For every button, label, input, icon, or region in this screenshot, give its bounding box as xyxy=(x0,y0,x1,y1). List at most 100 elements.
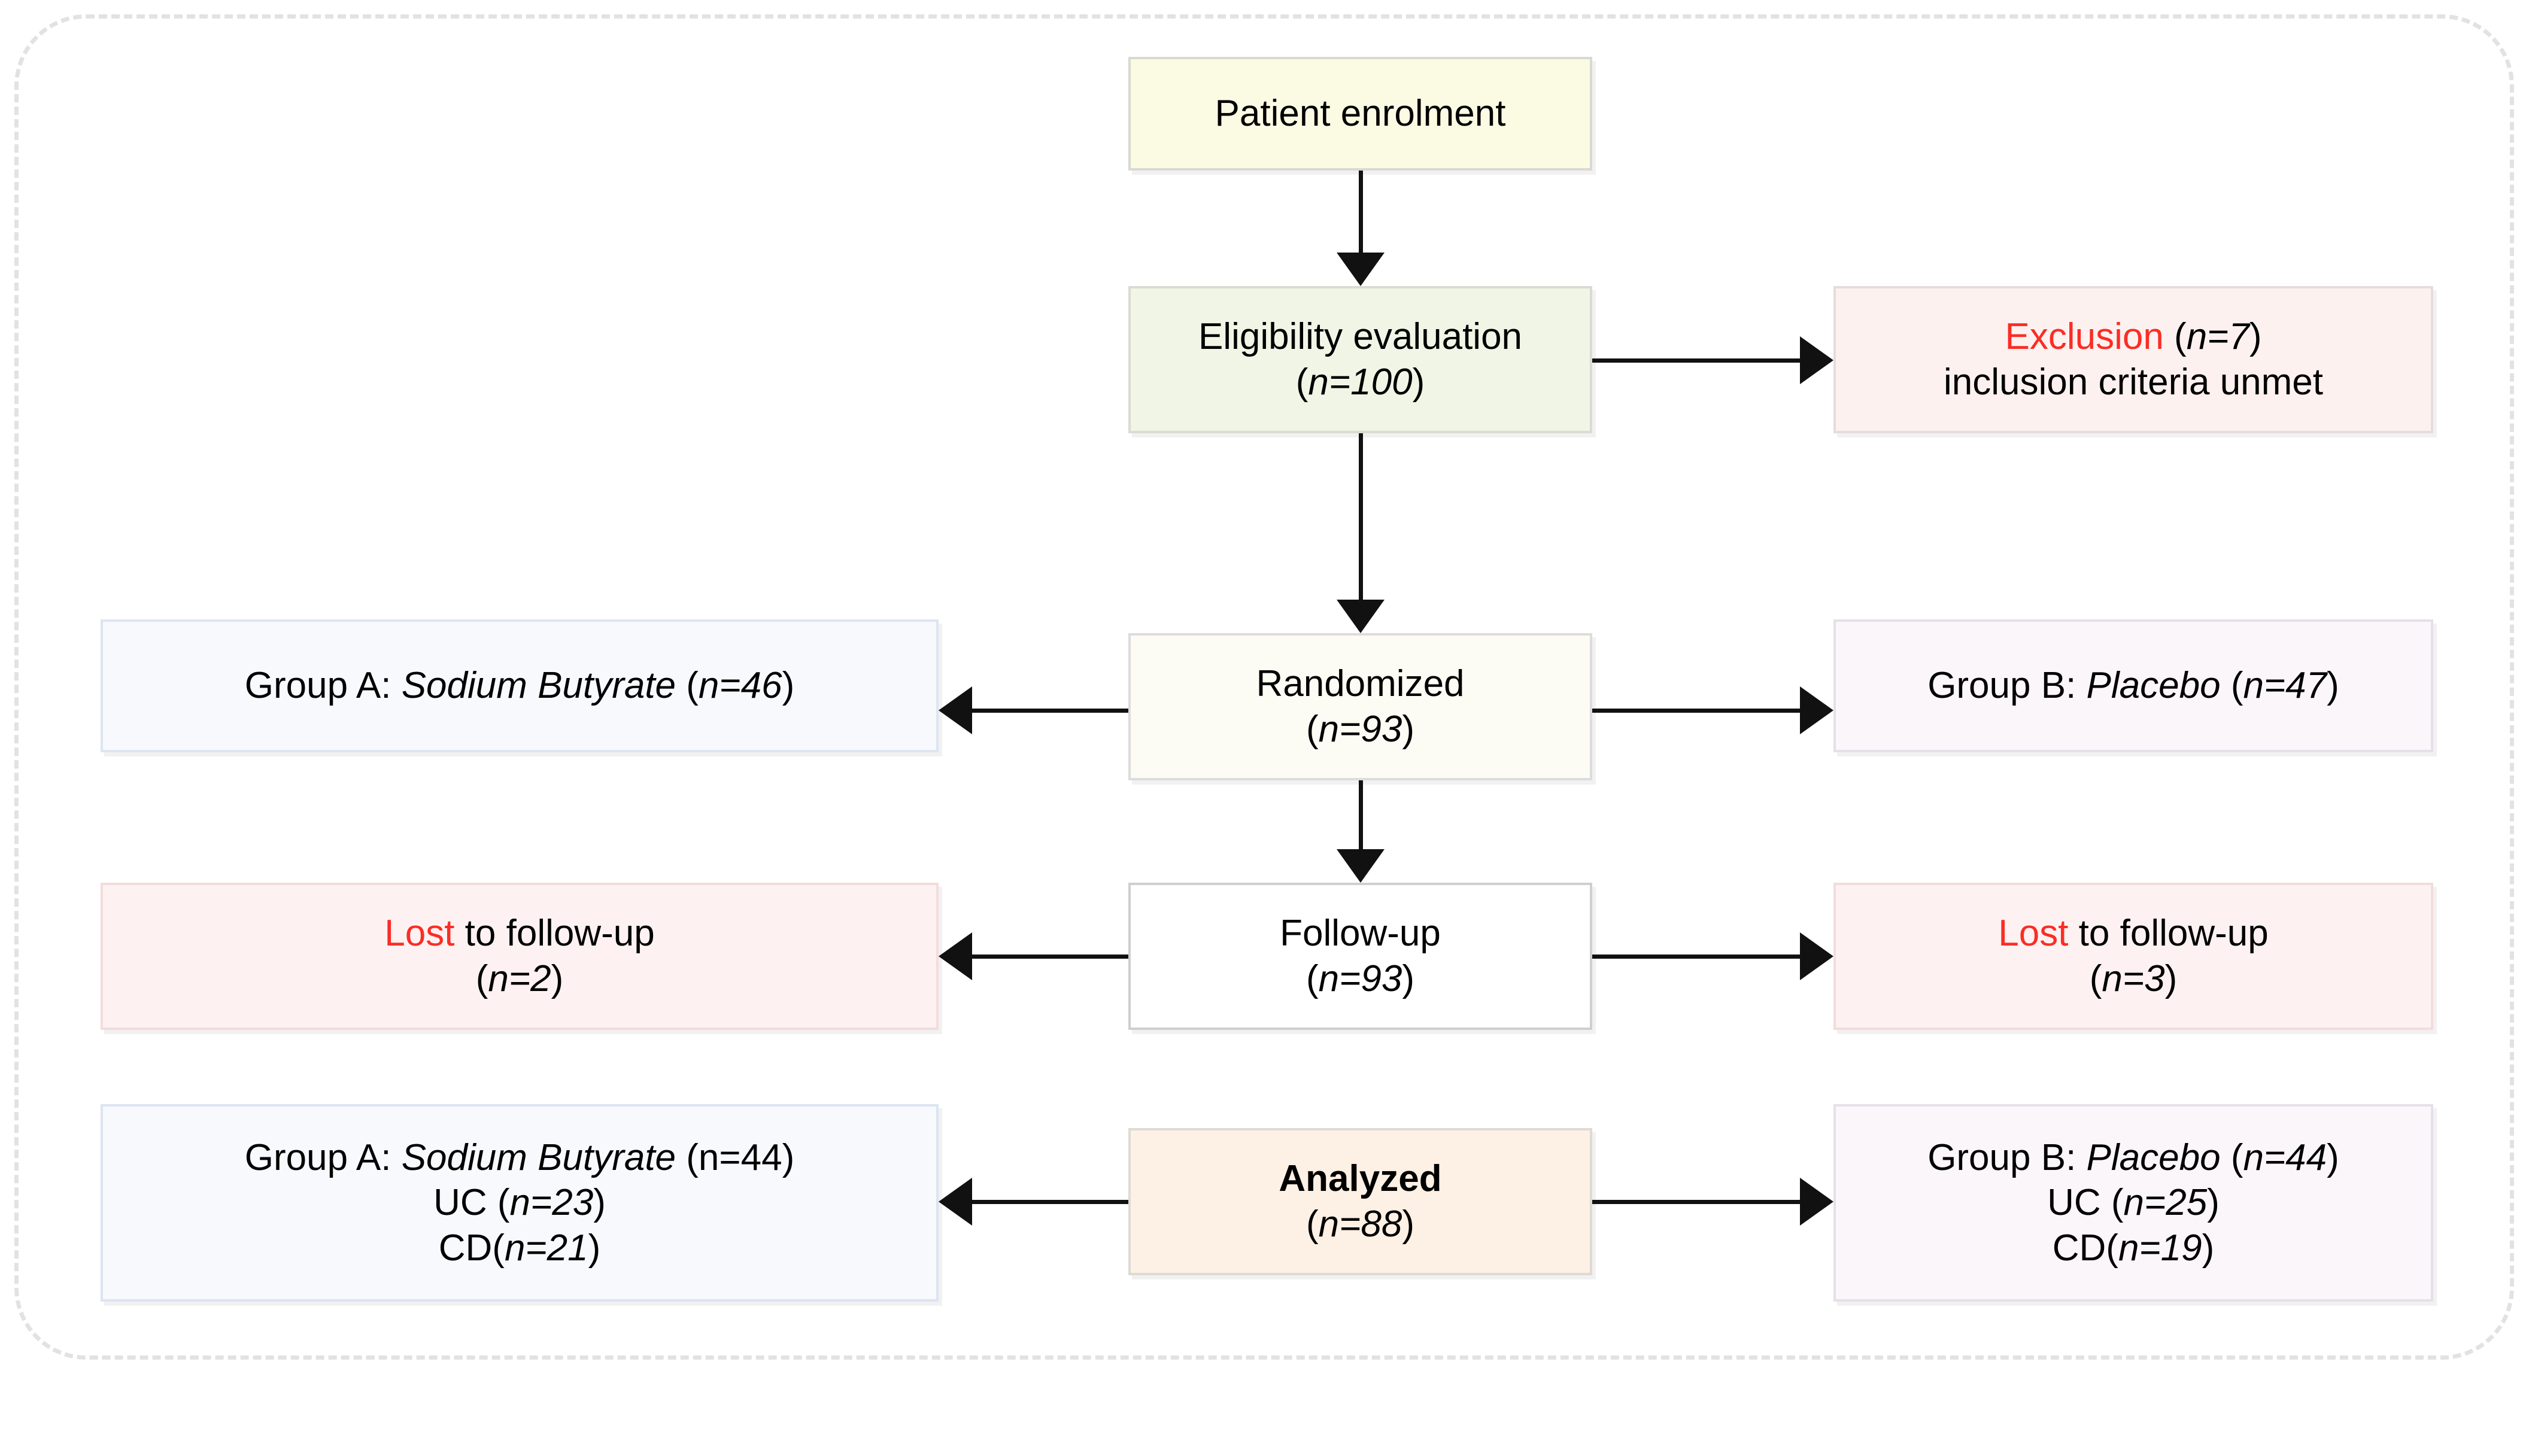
paren-close: ) xyxy=(2327,1136,2339,1178)
arrow-head-left-icon xyxy=(939,686,972,734)
node-analyzed-count: (n=88) xyxy=(1306,1202,1414,1247)
paren-close: ) xyxy=(1402,709,1414,750)
arrow-shaft xyxy=(1592,1200,1802,1204)
arrow-head-down-icon xyxy=(1337,600,1385,633)
paren-close: ) xyxy=(1412,361,1425,403)
node-patient-enrolment[interactable]: Patient enrolment xyxy=(1128,57,1592,171)
uc-label: UC ( xyxy=(433,1182,510,1224)
arrow-head-right-icon xyxy=(1800,686,1833,734)
node-group-a-allocation[interactable]: Group A: Sodium Butyrate (n=46) xyxy=(101,619,939,752)
node-lost-to-follow-up-group-b[interactable]: Lost to follow-up (n=3) xyxy=(1833,883,2433,1030)
paren-close: ) xyxy=(2164,958,2178,999)
arrow-head-down-icon xyxy=(1337,849,1385,883)
paren-close: ) xyxy=(1402,1203,1414,1245)
group-a-analyzed-n-value: (n=44) xyxy=(676,1136,795,1178)
group-b-n-value: n=47 xyxy=(2243,665,2327,707)
uc-label: UC ( xyxy=(2047,1182,2124,1224)
node-lost-to-follow-up-group-a[interactable]: Lost to follow-up (n=2) xyxy=(101,883,939,1030)
arrow-follow-up-to-lost-a xyxy=(939,911,1128,1001)
arrow-shaft xyxy=(1592,709,1802,713)
lost-rest: to follow-up xyxy=(454,913,655,955)
exclusion-label: Exclusion xyxy=(2005,316,2164,358)
group-b-label: Group B: xyxy=(1927,665,2087,707)
node-exclusion[interactable]: Exclusion (n=7) inclusion criteria unmet xyxy=(1833,286,2433,433)
arrow-shaft xyxy=(1359,433,1363,602)
node-group-b-text: Group B: Placebo (n=47) xyxy=(1927,663,2339,709)
node-eligibility-evaluation[interactable]: Eligibility evaluation (n=100) xyxy=(1128,286,1592,433)
node-analyzed-line1: Analyzed xyxy=(1279,1158,1442,1200)
uc-n-value: n=25 xyxy=(2123,1182,2208,1224)
arrow-head-right-icon xyxy=(1800,932,1833,980)
node-analyzed-a-uc: UC (n=23) xyxy=(433,1180,606,1226)
uc-n-value: n=23 xyxy=(509,1182,594,1224)
node-group-b-allocation[interactable]: Group B: Placebo (n=47) xyxy=(1833,619,2433,752)
arrow-eligibility-to-randomized xyxy=(1316,433,1405,633)
lost-b-n-value: n=3 xyxy=(2102,958,2165,999)
node-lost-b-line1: Lost to follow-up xyxy=(1998,911,2268,956)
paren-close: ) xyxy=(551,958,564,999)
node-follow-up[interactable]: Follow-up (n=93) xyxy=(1128,883,1592,1030)
paren-open: ( xyxy=(475,958,488,999)
node-randomized[interactable]: Randomized (n=93) xyxy=(1128,633,1592,780)
node-lost-a-count: (n=2) xyxy=(476,956,563,1002)
lost-a-n-value: n=2 xyxy=(488,958,551,999)
arrow-eligibility-to-exclusion xyxy=(1592,315,1833,405)
paren-close: ) xyxy=(2202,1227,2215,1269)
arrow-follow-up-to-lost-b xyxy=(1592,911,1833,1001)
node-analyzed-b-line1: Group B: Placebo (n=44) xyxy=(1927,1135,2339,1181)
group-a-drug: Sodium Butyrate xyxy=(401,1136,676,1178)
paren-close: ) xyxy=(782,665,795,707)
node-follow-up-line1: Follow-up xyxy=(1280,913,1441,955)
group-a-label: Group A: xyxy=(244,1136,402,1178)
randomized-n-value: n=93 xyxy=(1318,709,1402,750)
arrow-head-left-icon xyxy=(939,1178,972,1226)
paren-open: ( xyxy=(2163,316,2187,358)
arrow-shaft xyxy=(1592,955,1802,959)
cd-label: CD( xyxy=(2052,1227,2118,1269)
node-eligibility-line1: Eligibility evaluation xyxy=(1198,316,1523,358)
paren-close: ) xyxy=(2249,316,2262,358)
node-follow-up-count: (n=93) xyxy=(1306,956,1414,1002)
node-randomized-line1: Randomized xyxy=(1256,663,1465,705)
paren-close: ) xyxy=(2207,1182,2220,1224)
arrow-head-right-icon xyxy=(1800,1178,1833,1226)
paren-close: ) xyxy=(1402,958,1414,999)
arrow-head-right-icon xyxy=(1800,336,1833,384)
lost-label: Lost xyxy=(1998,913,2069,955)
node-lost-b-count: (n=3) xyxy=(2090,956,2177,1002)
node-randomized-count: (n=93) xyxy=(1306,707,1414,752)
paren-close: ) xyxy=(588,1227,601,1269)
arrow-head-down-icon xyxy=(1337,253,1385,286)
arrow-shaft xyxy=(970,709,1128,713)
group-a-n-value: n=46 xyxy=(698,665,782,707)
group-b-label: Group B: xyxy=(1927,1136,2087,1178)
node-analyzed[interactable]: Analyzed (n=88) xyxy=(1128,1128,1592,1275)
paren-open: ( xyxy=(1306,709,1319,750)
node-analyzed-a-cd: CD(n=21) xyxy=(439,1226,601,1271)
node-analyzed-group-a[interactable]: Group A: Sodium Butyrate (n=44) UC (n=23… xyxy=(101,1104,939,1302)
arrow-shaft xyxy=(1359,171,1363,254)
paren-open: ( xyxy=(2220,665,2243,707)
node-analyzed-b-cd: CD(n=19) xyxy=(2053,1226,2215,1271)
paren-close: ) xyxy=(2327,665,2339,707)
group-b-drug: Placebo xyxy=(2086,1136,2221,1178)
group-a-drug: Sodium Butyrate xyxy=(401,665,676,707)
cd-n-value: n=21 xyxy=(504,1227,588,1269)
node-analyzed-group-b[interactable]: Group B: Placebo (n=44) UC (n=25) CD(n=1… xyxy=(1833,1104,2433,1302)
lost-label: Lost xyxy=(384,913,455,955)
group-b-drug: Placebo xyxy=(2086,665,2221,707)
eligibility-n-value: n=100 xyxy=(1308,361,1413,403)
analyzed-n-value: n=88 xyxy=(1318,1203,1402,1245)
cd-n-value: n=19 xyxy=(2118,1227,2202,1269)
paren-open: ( xyxy=(1306,958,1319,999)
node-exclusion-line1: Exclusion (n=7) xyxy=(2005,314,2261,360)
paren-open: ( xyxy=(676,665,699,707)
node-patient-enrolment-line1: Patient enrolment xyxy=(1215,93,1506,135)
paren-open: ( xyxy=(2220,1136,2243,1178)
arrow-shaft xyxy=(970,955,1128,959)
exclusion-n-value: n=7 xyxy=(2186,316,2249,358)
arrow-shaft xyxy=(1592,358,1802,363)
arrow-head-left-icon xyxy=(939,932,972,980)
arrow-analyzed-to-group-b xyxy=(1592,1157,1833,1247)
node-analyzed-a-line1: Group A: Sodium Butyrate (n=44) xyxy=(245,1135,794,1181)
